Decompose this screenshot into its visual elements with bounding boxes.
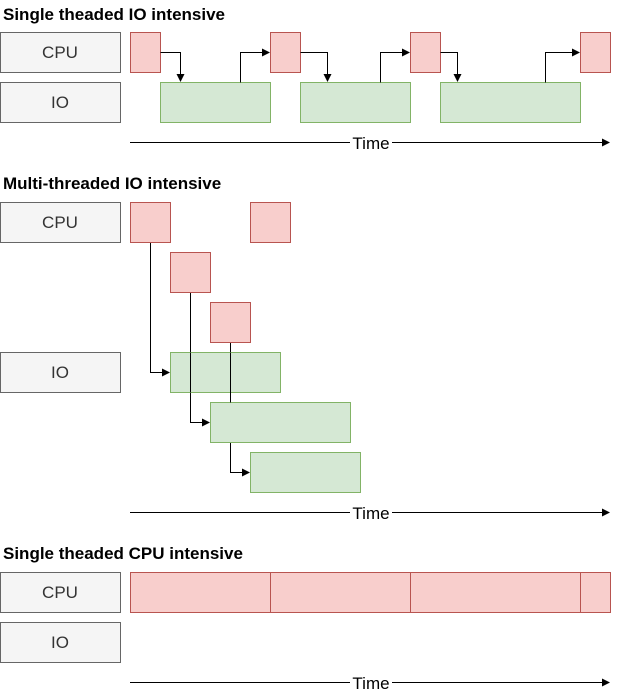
time-label: Time xyxy=(352,674,389,693)
io-lane-label: IO xyxy=(51,633,69,652)
cpu-lane-box xyxy=(0,572,121,613)
flow-arrow xyxy=(380,48,410,83)
cpu-burst xyxy=(130,32,161,73)
flow-arrow xyxy=(150,242,170,377)
io-lane-box xyxy=(0,352,121,393)
time-label: Time xyxy=(352,134,389,153)
cpu-burst xyxy=(130,202,171,243)
cpu-burst xyxy=(410,572,581,613)
cpu-burst xyxy=(270,572,411,613)
flow-arrow xyxy=(440,52,462,82)
io-lane-box xyxy=(0,82,121,123)
io-wait xyxy=(160,82,271,123)
cpu-burst xyxy=(130,572,271,613)
section-single-io: Single theaded IO intensive CPU IO Time xyxy=(0,5,611,153)
time-label: Time xyxy=(352,504,389,523)
io-lane-label: IO xyxy=(51,363,69,382)
io-lane-label: IO xyxy=(51,93,69,112)
cpu-lane-label: CPU xyxy=(42,43,78,62)
section-title: Multi-threaded IO intensive xyxy=(3,174,221,193)
flow-arrow xyxy=(300,52,332,82)
io-wait xyxy=(250,452,361,493)
cpu-lane-box xyxy=(0,32,121,73)
io-wait xyxy=(300,82,411,123)
section-title: Single theaded IO intensive xyxy=(3,5,225,24)
cpu-lane-box xyxy=(0,202,121,243)
cpu-burst xyxy=(210,302,251,343)
io-lane-box xyxy=(0,622,121,663)
io-wait xyxy=(440,82,581,123)
cpu-burst xyxy=(270,32,301,73)
cpu-burst xyxy=(580,572,611,613)
cpu-burst xyxy=(170,252,211,293)
io-wait xyxy=(170,352,281,393)
section-single-cpu: Single theaded CPU intensive CPU IO Time xyxy=(0,544,611,693)
io-wait xyxy=(210,402,351,443)
flow-arrow xyxy=(160,52,185,82)
cpu-lane-label: CPU xyxy=(42,213,78,232)
flow-arrow xyxy=(240,48,270,83)
flow-arrow xyxy=(190,292,210,427)
flow-arrow xyxy=(545,48,580,83)
cpu-burst xyxy=(410,32,441,73)
cpu-burst xyxy=(250,202,291,243)
cpu-burst xyxy=(580,32,611,73)
cpu-lane-label: CPU xyxy=(42,583,78,602)
section-title: Single theaded CPU intensive xyxy=(3,544,243,563)
section-multi-io: Multi-threaded IO intensive CPU IO Time xyxy=(0,174,610,523)
